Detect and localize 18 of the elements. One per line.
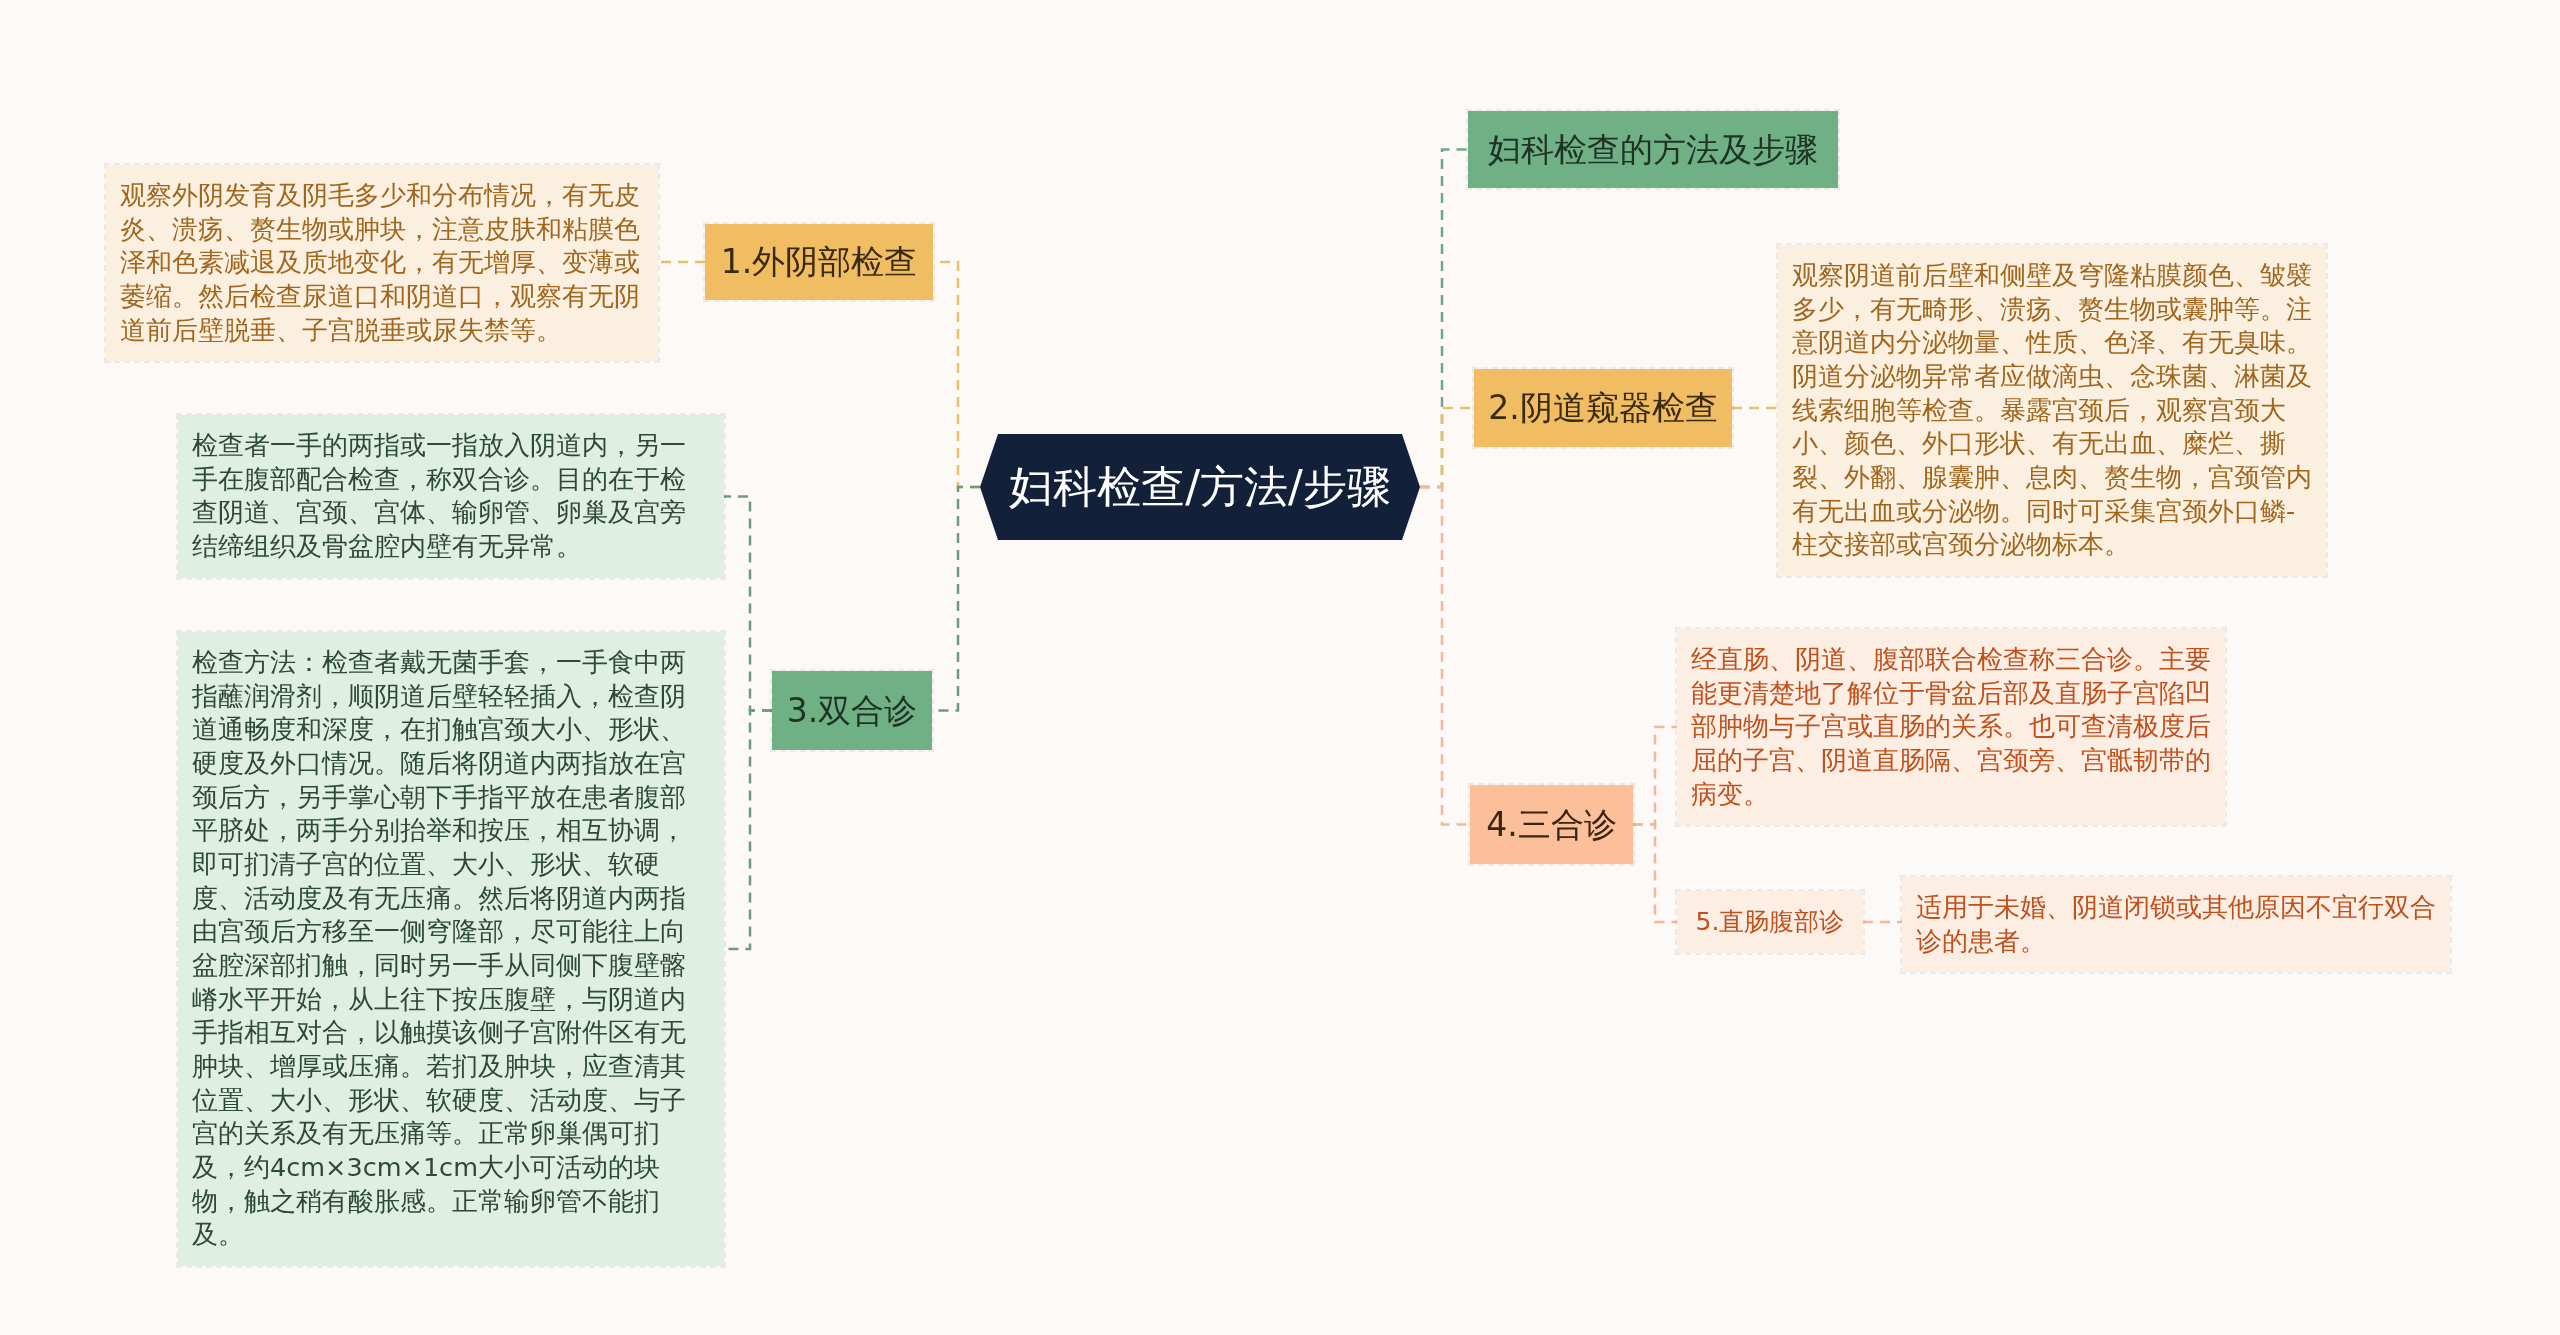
branch-topic: 妇科检查的方法及步骤: [1468, 111, 1838, 188]
connector-line: [1633, 823, 1677, 924]
branch-topic: 3.双合诊: [772, 671, 932, 750]
description-note: 检查方法：检查者戴无菌手套，一手食中两指蘸润滑剂，顺阴道后壁轻轻插入，检查阴道通畅度和深度，在扪触宫颈大小、形状、硬度及外口情况。随后将阴道内两指放在宫颈后方，另手掌心朝下手指平放在患者腹部平脐处，两手分别抬举和按压，相互协调，即可扪清子宫的位置、大小、形状、软硬度、活动度及有无压痛。然后将阴道内两指由宫颈后方移至一侧穹隆部，尽可能往上向盆腔深部扪触，同时另一手从同侧下腹壁髂嵴水平开始，从上往下按压腹壁，与阴道内手指相互对合，以触摸该侧子宫附件区有无肿块、增厚或压痛。若扪及肿块，应查清其位置、大小、形状、软硬度、活动度、与子宫的关系及有无压痛等。正常卵巢偶可扪及，约4cm×3cm×1cm大小可活动的块物，触之稍有酸胀感。正常输卵管不能扪及。: [178, 632, 724, 1266]
description-note: 观察外阴发育及阴毛多少和分布情况，有无皮炎、溃疡、赘生物或肿块，注意皮肤和粘膜色泽和色素减退及质地变化，有无增厚、变薄或萎缩。然后检查尿道口和阴道口，观察有无阴道前后壁脱垂、子宫脱垂或尿失禁等。: [106, 165, 658, 362]
connector-line: [1732, 406, 1778, 410]
description-note: 观察阴道前后壁和侧壁及穹隆粘膜颜色、皱襞多少，有无畸形、溃疡、赘生物或囊肿等。注意阴道内分泌物量、性质、色泽、有无臭味。阴道分泌物异常者应做滴虫、念珠菌、淋菌及线索细胞等检查。暴露宫颈后，观察宫颈大小、颜色、外口形状、有无出血、糜烂、撕裂、外翻、腺囊肿、息肉、赘生物，宫颈管内有无出血或分泌物。同时可采集宫颈外口鳞-柱交接部或宫颈分泌物标本。: [1778, 245, 2326, 576]
description-note: 经直肠、阴道、腹部联合检查称三合诊。主要能更清楚地了解位于骨盆后部及直肠子宫陷凹部肿物与子宫或直肠的关系。也可查清极度后屈的子宫、阴道直肠隔、宫颈旁、宫骶韧带的病变。: [1677, 629, 2225, 826]
connector-line: [1863, 920, 1902, 924]
connector-line: [1420, 485, 1470, 826]
description-note: 适用于未婚、阴道闭锁或其他原因不宜行双合诊的患者。: [1902, 877, 2450, 973]
central-topic-hexagon: 妇科检查/方法/步骤: [980, 434, 1420, 540]
branch-topic: 2.阴道窥器检查: [1474, 369, 1732, 447]
subtopic: 5.直肠腹部诊: [1677, 891, 1863, 953]
branch-topic: 4.三合诊: [1470, 785, 1633, 864]
description-note: 检查者一手的两指或一指放入阴道内，另一手在腹部配合检查，称双合诊。目的在于检查阴道、宫颈、宫体、输卵管、卵巢及宫旁结缔组织及骨盆腔内壁有无异常。: [178, 415, 724, 578]
connector-line: [658, 260, 705, 264]
branch-topic: 1.外阴部检查: [705, 224, 933, 300]
